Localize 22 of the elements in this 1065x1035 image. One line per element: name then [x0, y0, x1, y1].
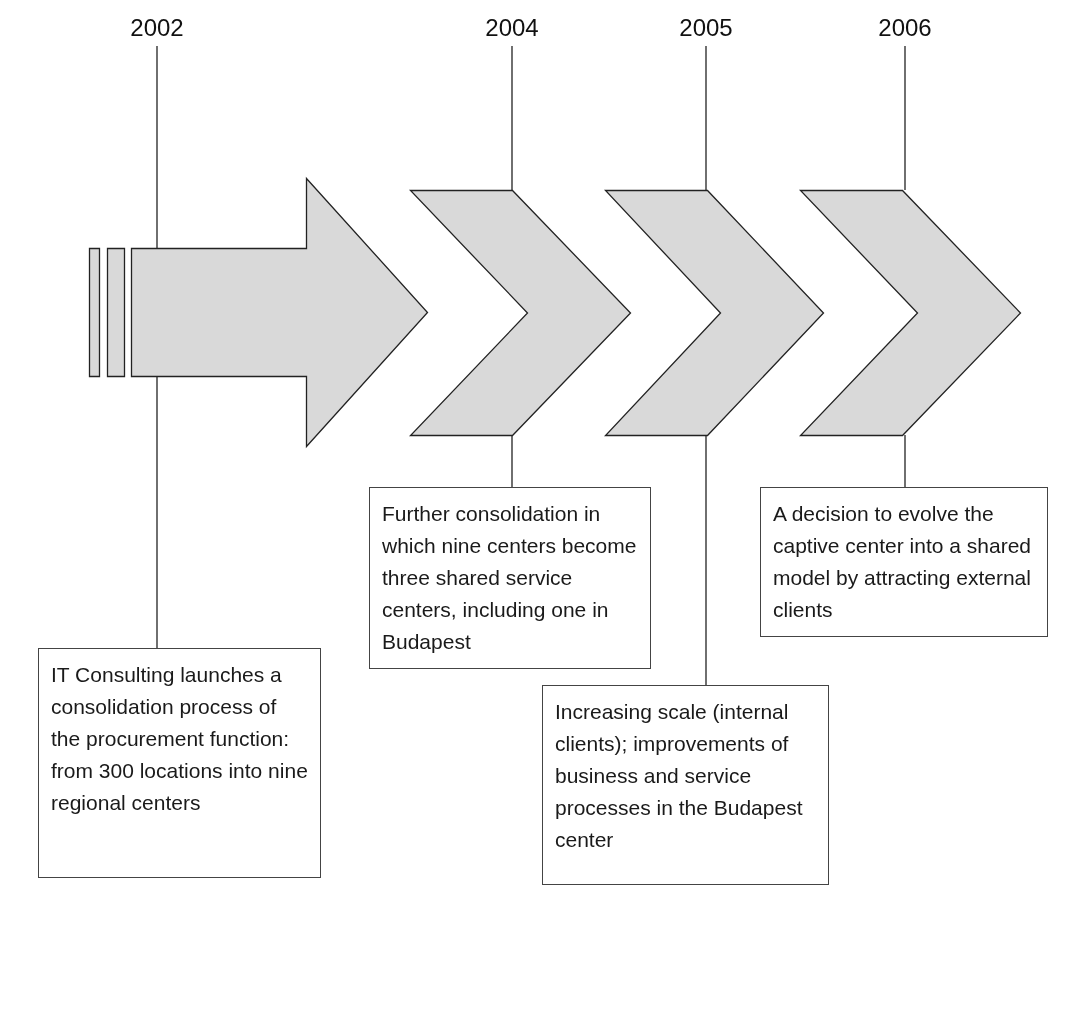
pointed-band	[131, 178, 428, 447]
event-text-box: A decision to evolve the captive center into a shared model by attracting external clients	[760, 487, 1048, 637]
timeline-bar	[89, 248, 100, 377]
year-label: 2002	[117, 14, 197, 42]
event-text-box: Increasing scale (internal clients); improvements of business and service processes in the Budapest center	[542, 685, 829, 885]
connector-line	[156, 45, 158, 249]
connector-line	[511, 45, 513, 191]
connector-line	[904, 45, 906, 191]
connector-line	[511, 434, 513, 488]
connector-line	[705, 45, 707, 191]
chevron-shape	[410, 190, 631, 436]
connector-line	[904, 434, 906, 488]
event-text-box: IT Consulting launches a consolidation process of the procurement function: from 300 locations into nine regional centers	[38, 648, 321, 878]
event-text-box: Further consolidation in which nine centers become three shared service centers, including one in Budapest	[369, 487, 651, 669]
year-label: 2006	[865, 14, 945, 42]
year-label: 2005	[666, 14, 746, 42]
year-label: 2004	[472, 14, 552, 42]
chevron-shape	[605, 190, 824, 436]
timeline-bar	[107, 248, 125, 377]
chevron-shape	[800, 190, 1021, 436]
connector-line	[156, 375, 158, 649]
connector-line	[705, 434, 707, 686]
